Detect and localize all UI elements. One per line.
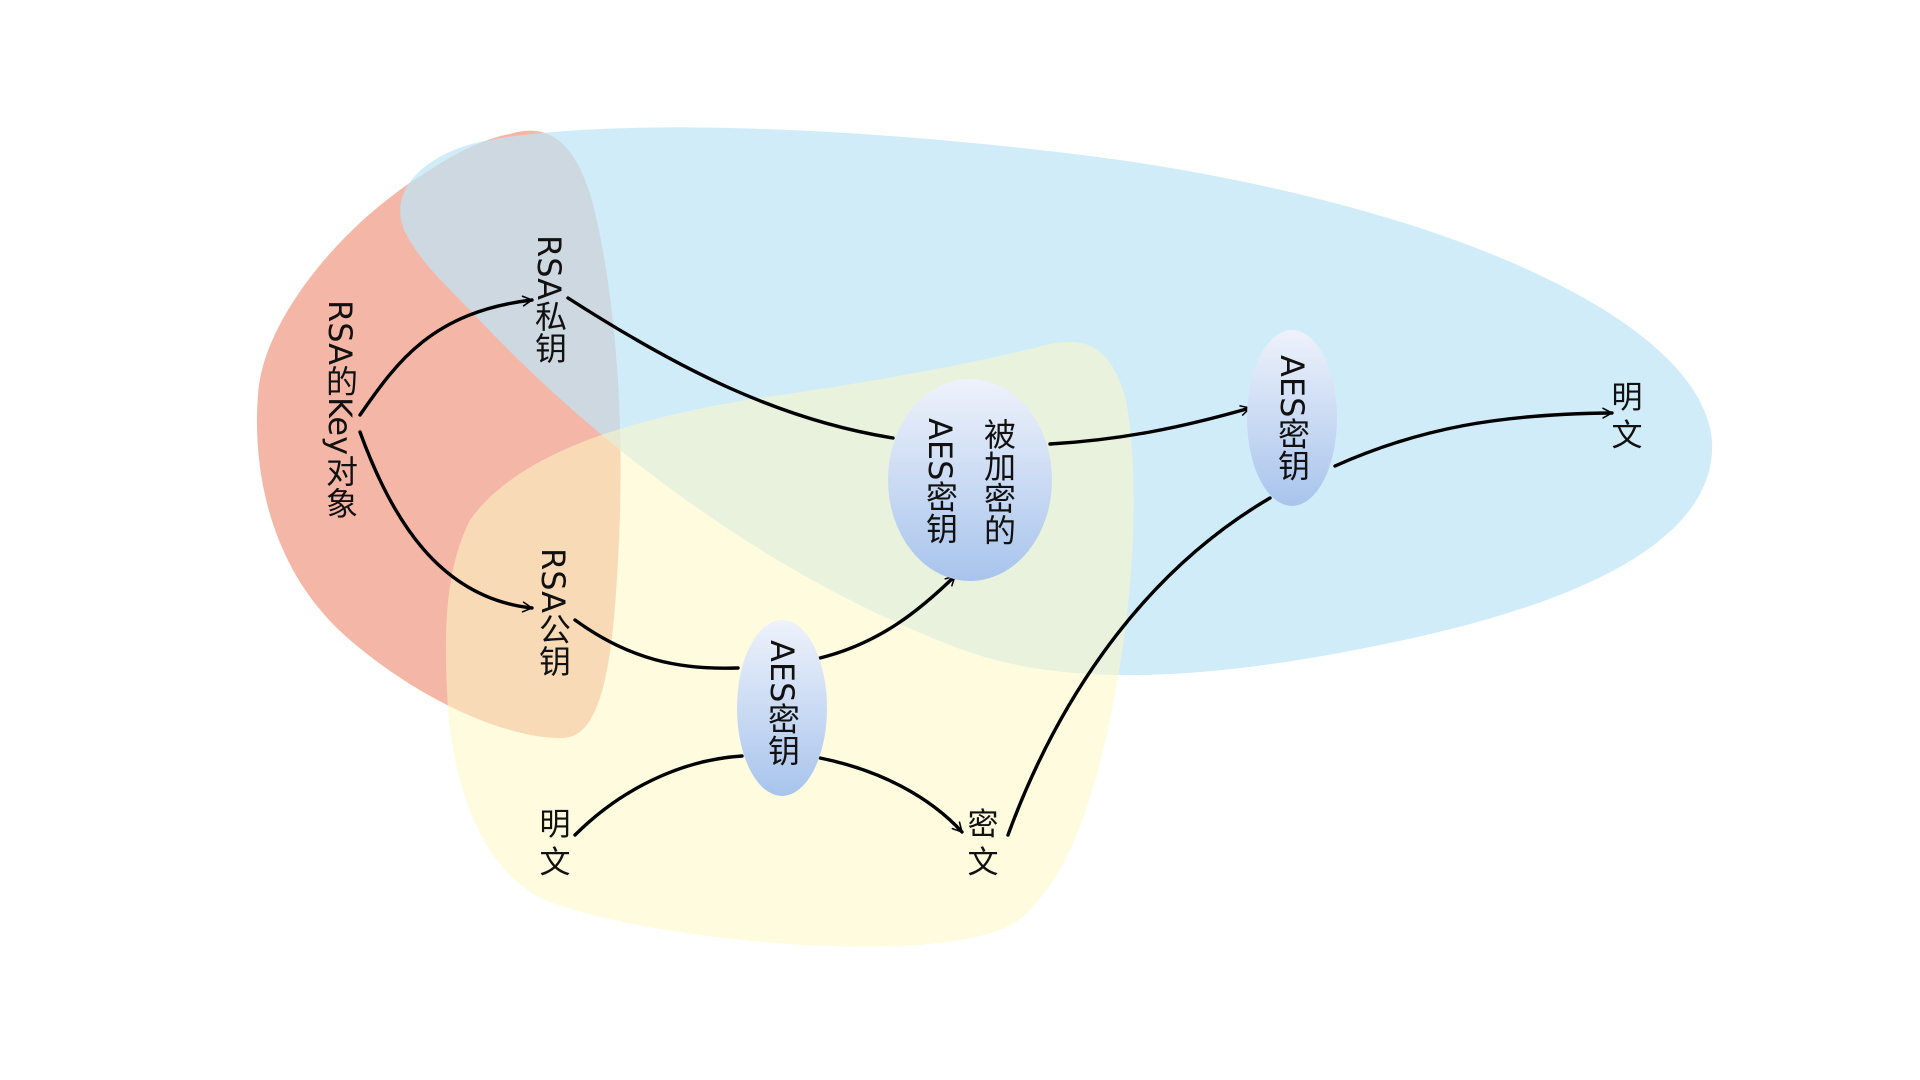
ciphertext-char-1: 密: [967, 807, 999, 843]
encrypted-aes-key-label-line2: AES密钥: [921, 418, 959, 545]
arrow-aes-key-to-plaintext: [1333, 407, 1614, 468]
ciphertext-label: 密 文: [963, 806, 1003, 882]
arrow-ciphertext-to-aes-key: [1006, 496, 1272, 837]
aes-key-recovered-label: AES密钥: [1273, 355, 1311, 482]
plaintext-input-label: 明 文: [535, 806, 575, 882]
rsa-key-object-label: RSA的Key对象: [321, 300, 359, 520]
arrow-aes-key-to-encrypted-aes: [818, 574, 957, 660]
rsa-private-key-label: RSA私钥: [530, 235, 568, 365]
plaintext-output-char-1: 明: [1611, 380, 1643, 416]
arrow-plaintext-to-aes: [573, 754, 744, 837]
arrow-encrypted-aes-to-aes-key: [1048, 405, 1252, 446]
arrows: [358, 295, 1614, 837]
encrypted-aes-key-label-line1: 被加密的: [979, 418, 1017, 546]
arrow-rsa-key-to-public-key: [358, 430, 534, 613]
arrow-aes-to-ciphertext: [818, 756, 964, 834]
nodes: [737, 330, 1337, 796]
aes-key-generated-node: [737, 620, 827, 796]
arrow-private-key-to-encrypted-aes: [566, 296, 895, 440]
arrow-public-key-to-encrypted-aes: [573, 618, 740, 670]
plaintext-output-char-2: 文: [1611, 418, 1643, 454]
aes-key-generated-label: AES密钥: [763, 640, 801, 767]
plaintext-input-char-1: 明: [539, 807, 571, 843]
rsa-public-key-label: RSA公钥: [534, 548, 572, 678]
arrow-rsa-key-to-private-key: [358, 295, 534, 417]
encrypted-aes-key-node: [888, 379, 1052, 581]
plaintext-input-char-2: 文: [539, 845, 571, 881]
aes-key-recovered-node: [1247, 330, 1337, 506]
plaintext-output-label: 明 文: [1607, 379, 1647, 455]
ciphertext-char-2: 文: [967, 845, 999, 881]
